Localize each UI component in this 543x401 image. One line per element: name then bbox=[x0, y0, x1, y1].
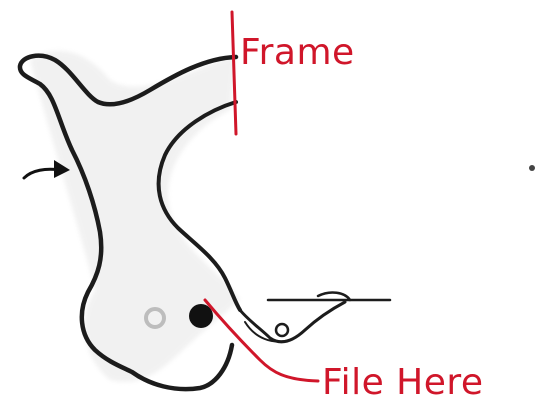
lever-pin bbox=[276, 324, 288, 336]
stray-dot bbox=[529, 165, 535, 171]
pin-solid bbox=[189, 304, 213, 328]
lever-mechanism bbox=[240, 293, 390, 342]
file-here-label: File Here bbox=[322, 362, 484, 401]
frame-marker-line bbox=[232, 12, 236, 134]
sketch-shading bbox=[30, 51, 240, 382]
frame-label: Frame bbox=[240, 32, 355, 73]
